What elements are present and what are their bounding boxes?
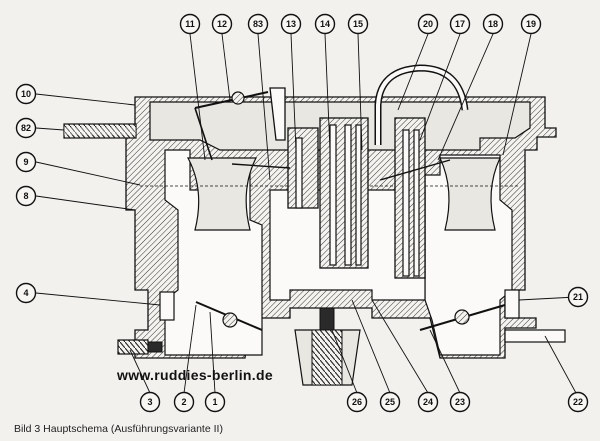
svg-text:9: 9 [23,157,28,167]
fitting-right [504,289,520,319]
svg-text:22: 22 [573,397,583,407]
needle-valve [294,307,361,386]
callout-23: 23 [449,391,471,413]
svg-text:14: 14 [320,19,330,29]
callout-21: 21 [567,286,589,308]
svg-text:15: 15 [353,19,363,29]
callout-24: 24 [417,391,439,413]
callout-25: 25 [379,391,401,413]
svg-text:3: 3 [147,397,152,407]
outlet-pipe-right [504,329,566,343]
svg-text:12: 12 [217,19,227,29]
callout-13: 13 [280,13,302,35]
svg-text:19: 19 [526,19,536,29]
callout-4: 4 [15,282,37,304]
svg-text:17: 17 [455,19,465,29]
throttle-valves [195,301,506,331]
choke-flap [194,91,269,161]
svg-text:82: 82 [21,123,31,133]
svg-text:10: 10 [21,89,31,99]
callout-17: 17 [449,13,471,35]
callout-82: 82 [15,117,37,139]
svg-text:2: 2 [181,397,186,407]
callouts-right: 21 [567,286,589,308]
svg-text:21: 21 [573,292,583,302]
callout-11: 11 [179,13,201,35]
leader-lines [35,33,577,394]
callout-1: 1 [204,391,226,413]
callout-15: 15 [347,13,369,35]
callout-2: 2 [173,391,195,413]
jet-assembly [231,117,451,279]
callout-20: 20 [417,13,439,35]
svg-text:83: 83 [253,19,263,29]
callout-3: 3 [139,391,161,413]
curved-pipe [374,64,469,145]
callout-12: 12 [211,13,233,35]
svg-text:25: 25 [385,397,395,407]
svg-text:4: 4 [23,288,28,298]
callout-19: 19 [520,13,542,35]
callout-22: 22 [567,391,589,413]
svg-text:26: 26 [352,397,362,407]
svg-text:8: 8 [23,191,28,201]
watermark-text: www.ruddies-berlin.de [116,367,273,383]
svg-text:11: 11 [185,19,195,29]
svg-text:13: 13 [286,19,296,29]
svg-text:1: 1 [212,397,217,407]
callout-83: 83 [247,13,269,35]
svg-text:18: 18 [488,19,498,29]
callout-9: 9 [15,151,37,173]
callout-14: 14 [314,13,336,35]
svg-text:23: 23 [455,397,465,407]
callouts-left: 10 82 9 8 4 [15,83,37,304]
callouts-bottom: 3 2 1 26 25 24 23 22 [139,391,589,413]
figure-caption: Bild 3 Hauptschema (Ausführungsvariante … [14,423,223,435]
svg-text:20: 20 [423,19,433,29]
fuel-inlet-left [63,123,137,139]
svg-text:24: 24 [423,397,433,407]
callout-8: 8 [15,185,37,207]
callout-18: 18 [482,13,504,35]
callout-26: 26 [346,391,368,413]
callout-10: 10 [15,83,37,105]
vent-tube [269,87,286,141]
fitting-left [159,291,175,321]
callouts-top: 11 12 83 13 14 15 20 17 18 19 [179,13,542,35]
idle-screw-left [117,339,163,355]
